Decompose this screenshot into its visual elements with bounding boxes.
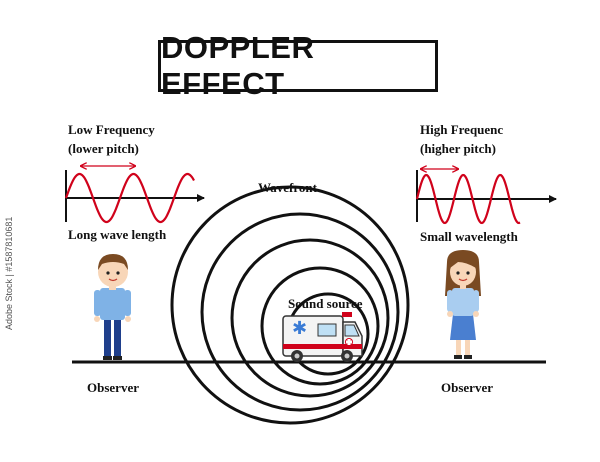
right-wave-caption: Small wavelength	[420, 229, 518, 244]
left-heading-line1: Low Frequency	[68, 122, 155, 137]
low-frequency-wave	[64, 172, 195, 224]
title-box: DOPPLER EFFECT	[158, 30, 438, 101]
high-frequency-wave	[415, 173, 521, 225]
boy-observer-icon	[94, 254, 131, 360]
wavefronts	[170, 185, 410, 425]
left-wave-caption: Long wave length	[68, 227, 167, 242]
svg-text:✱: ✱	[292, 318, 307, 339]
stock-watermark: Adobe Stock | #1587810681	[4, 216, 14, 330]
observer-label-left: Observer	[87, 380, 139, 395]
left-heading-line2: (lower pitch)	[68, 141, 139, 156]
wavefront-ring-3	[230, 238, 390, 398]
wavefront-ring-2	[200, 212, 400, 412]
observer-label-right: Observer	[441, 380, 493, 395]
right-heading-line1: High Frequenc	[420, 122, 504, 137]
wavefront-ring-1	[170, 185, 410, 425]
right-heading-line2: (higher pitch)	[420, 141, 496, 156]
ambulance-icon: ✱	[282, 312, 363, 362]
girl-observer-icon	[445, 250, 481, 359]
wavefront-ring-4	[260, 266, 380, 386]
high-frequency-graph	[415, 169, 557, 225]
title: DOPPLER EFFECT	[161, 30, 315, 101]
low-frequency-graph	[64, 166, 205, 224]
